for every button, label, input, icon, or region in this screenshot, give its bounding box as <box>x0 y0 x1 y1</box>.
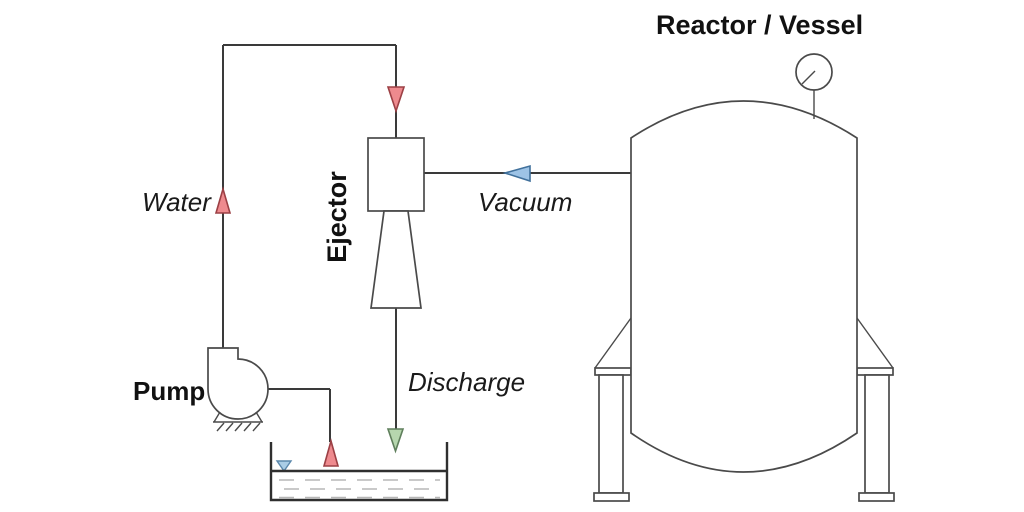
ejector-body <box>367 137 425 212</box>
pump-symbol <box>207 347 269 420</box>
vessel-right-leg-top-plate <box>856 367 894 376</box>
pump-label: Pump <box>133 376 205 406</box>
discharge-label: Discharge <box>408 367 525 397</box>
tank-water-dashes <box>279 479 440 499</box>
vacuum-label: Vacuum <box>478 187 572 217</box>
vessel-right-leg-base-plate <box>858 492 895 502</box>
water-flow-down-arrow-icon <box>386 86 406 114</box>
vessel-right-leg-column <box>864 374 890 494</box>
pump-base-hatching <box>216 422 261 432</box>
reactor-vessel-label: Reactor / Vessel <box>656 10 863 40</box>
vessel-left-leg-base-plate <box>593 492 630 502</box>
vessel-right-leg-brace <box>856 317 894 369</box>
discharge-flow-down-arrow-icon <box>386 428 405 454</box>
vacuum-flow-left-arrow-icon <box>502 164 531 183</box>
water-flow-up-arrow-icon <box>214 186 232 214</box>
ejector-diffuser <box>370 210 422 309</box>
ejector-label: Ejector <box>322 171 352 263</box>
vessel-left-leg-brace <box>594 317 632 369</box>
suction-flow-up-arrow-icon <box>322 438 340 467</box>
gauge-needle <box>801 70 816 85</box>
vessel-body <box>630 100 858 473</box>
pump-base <box>213 411 263 423</box>
water-label: Water <box>142 187 212 217</box>
vessel-left-leg-column <box>598 374 624 494</box>
water-level-marker-icon <box>275 460 293 473</box>
vessel-left-leg-top-plate <box>594 367 632 376</box>
